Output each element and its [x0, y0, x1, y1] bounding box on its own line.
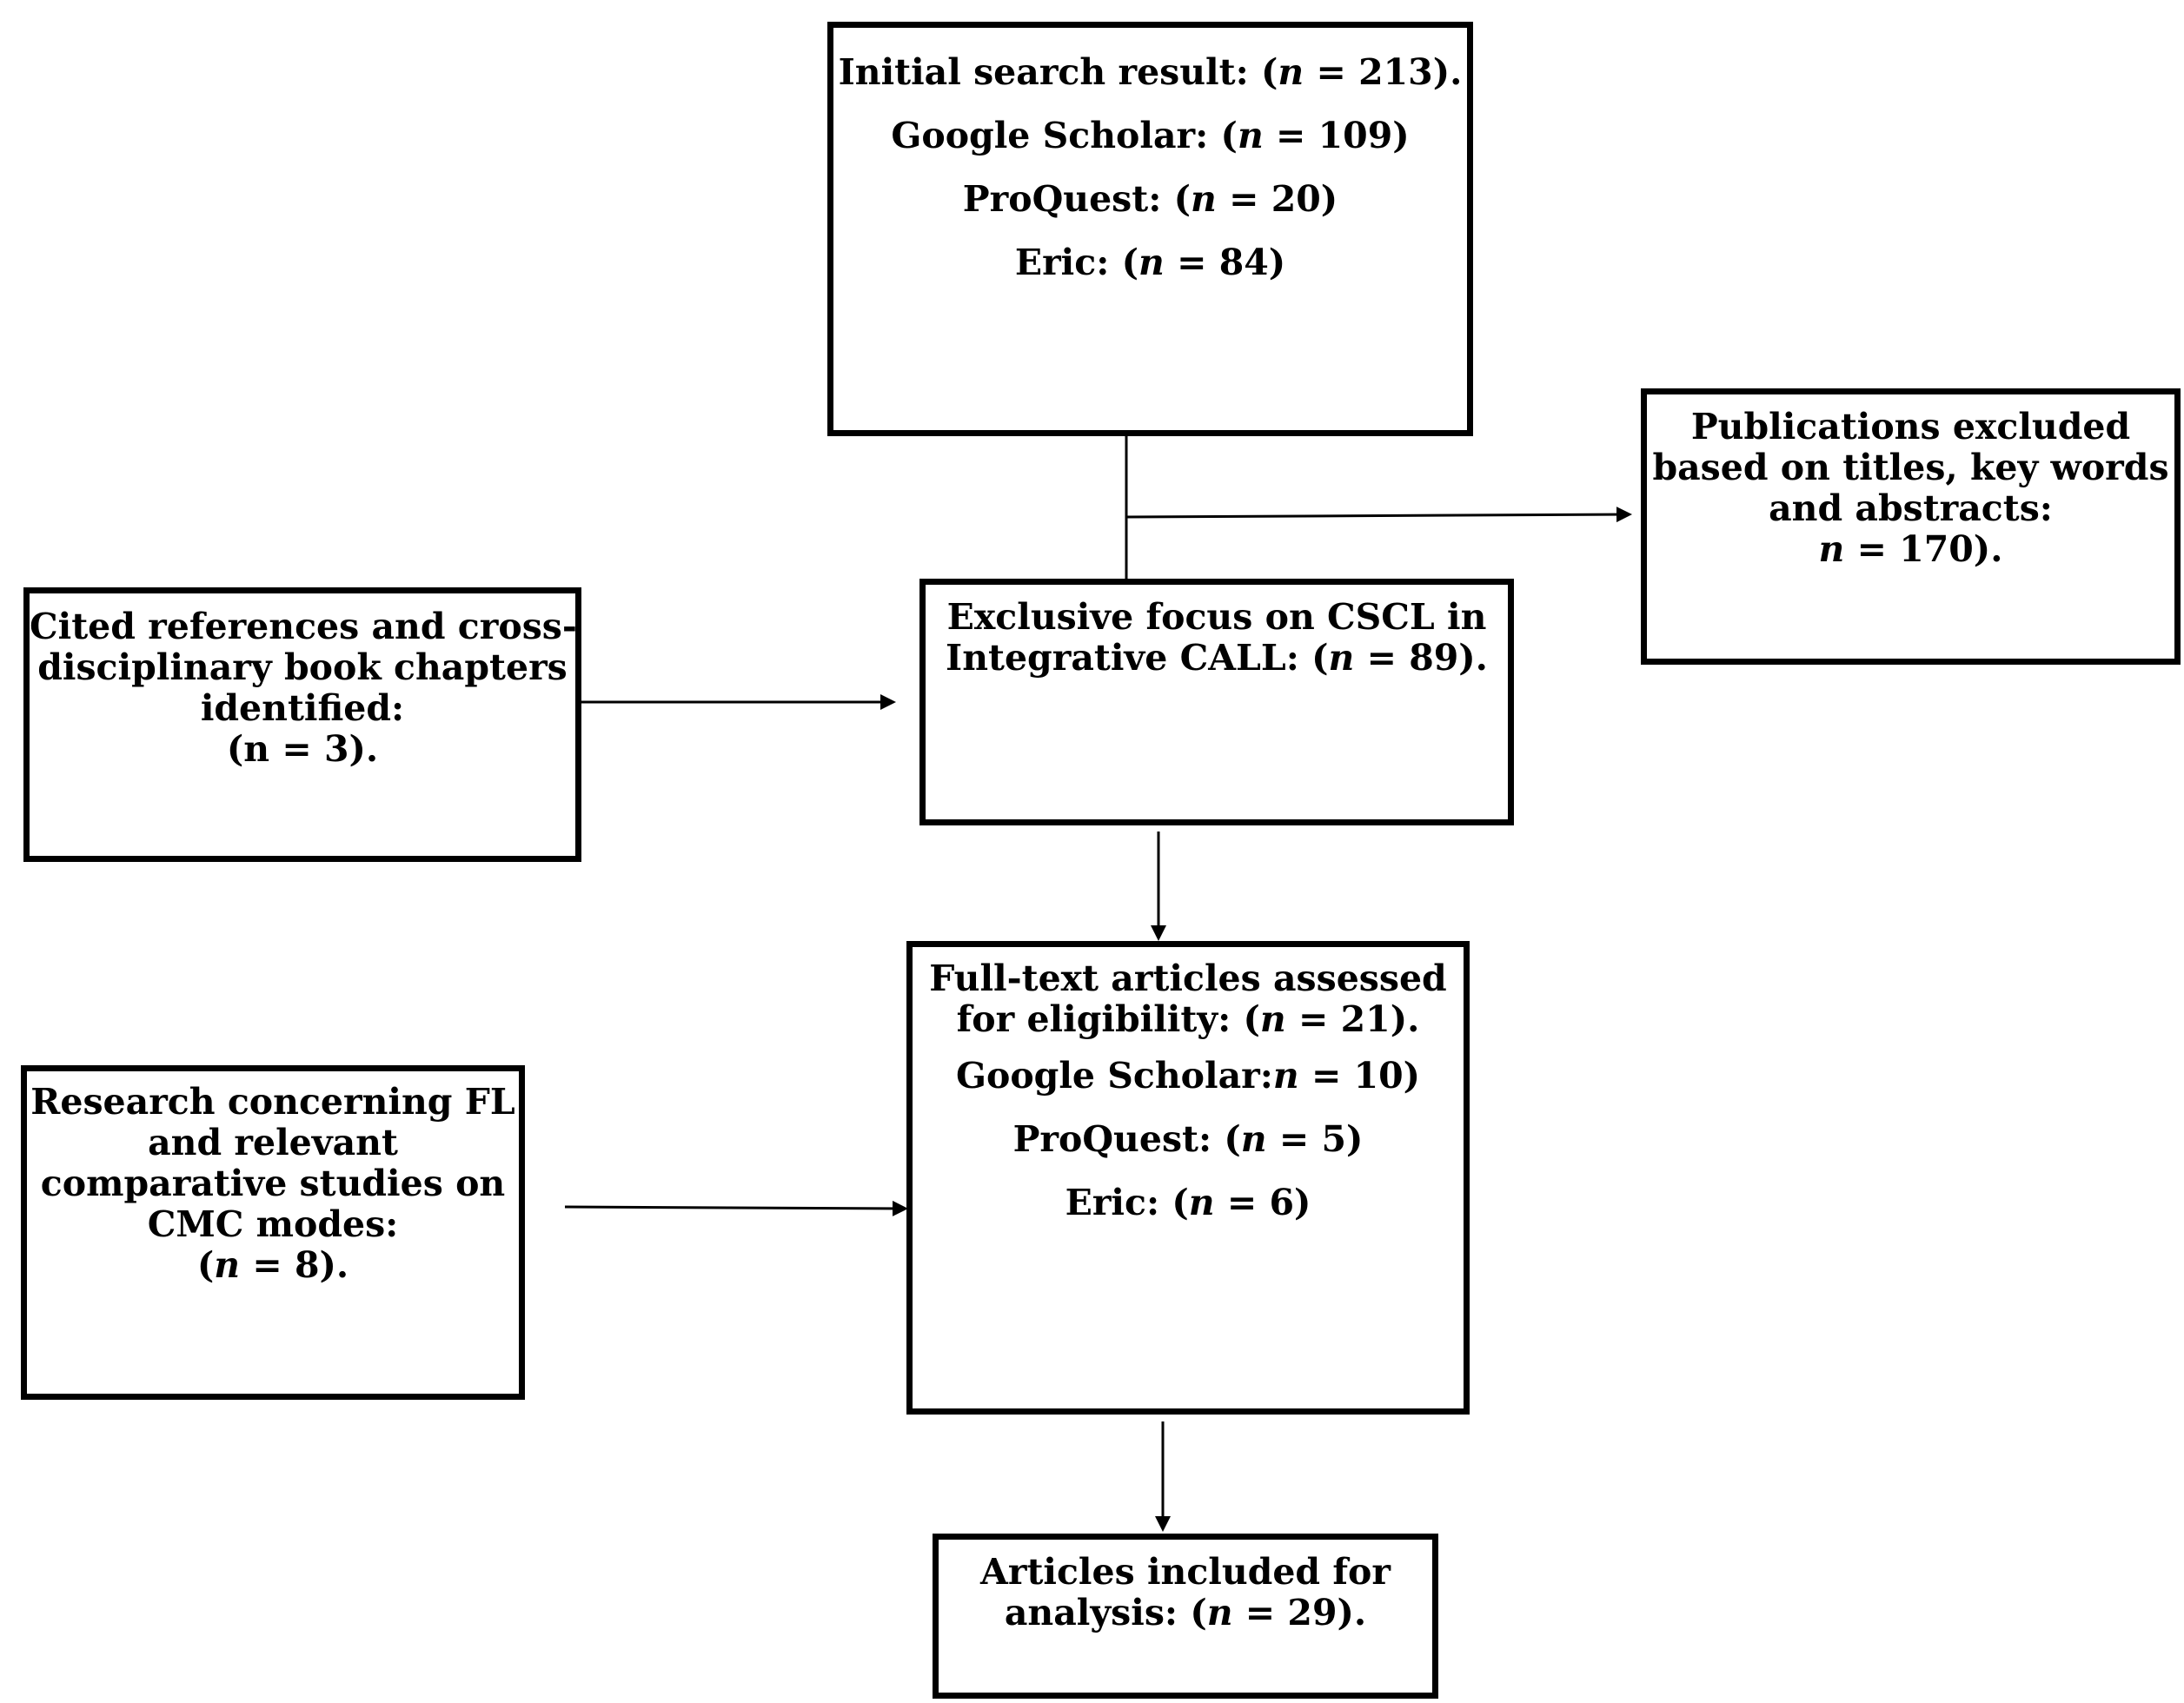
node-research-fl: Research concerning FL and relevant comp…	[21, 1065, 525, 1400]
node-exclusive-focus: Exclusive focus on CSCL in Integrative C…	[919, 579, 1514, 825]
excluded-line-2: based on titles, key words	[1652, 447, 2169, 488]
included-line-2: analysis: (n = 29).	[1004, 1592, 1367, 1633]
initial-search-eric: Eric: (n = 84)	[1014, 242, 1286, 283]
node-initial-search: Initial search result: (n = 213). Google…	[827, 22, 1473, 436]
cited-line-3: identified:	[200, 687, 405, 729]
excluded-line-4: n = 170).	[1818, 528, 2003, 570]
initial-search-google: Google Scholar: (n = 109)	[891, 115, 1410, 156]
fulltext-eric: Eric: (n = 6)	[1065, 1182, 1311, 1223]
node-articles-included: Articles included for analysis: (n = 29)…	[933, 1534, 1438, 1699]
node-full-text: Full-text articles assessed for eligibil…	[906, 941, 1470, 1415]
edge-research-to-fulltext	[564, 1200, 908, 1216]
research-line-2: and relevant	[148, 1122, 398, 1163]
fulltext-google: Google Scholar:n = 10)	[955, 1055, 1421, 1097]
initial-search-proquest: ProQuest: (n = 20)	[962, 178, 1338, 220]
initial-search-title: Initial search result: (n = 213).	[838, 51, 1463, 93]
fulltext-line-1: Full-text articles assessed	[929, 958, 1447, 999]
cited-line-2: disciplinary book chapters	[37, 646, 568, 688]
excluded-line-1: Publications excluded	[1690, 406, 2131, 447]
cited-line-4: (n = 3).	[226, 728, 379, 770]
fulltext-line-2: for eligibility: (n = 21).	[956, 998, 1420, 1040]
exclusive-line-2: Integrative CALL: (n = 89).	[946, 637, 1488, 679]
node-excluded: Publications excluded based on titles, k…	[1641, 388, 2181, 665]
research-line-4: CMC modes:	[147, 1203, 399, 1245]
research-line-1: Research concerning FL	[30, 1081, 515, 1123]
excluded-line-3: and abstracts:	[1769, 487, 2053, 529]
exclusive-line-1: Exclusive focus on CSCL in	[946, 596, 1487, 638]
node-cited-references: Cited references and cross- disciplinary…	[23, 587, 581, 862]
research-line-3: comparative studies on	[40, 1163, 506, 1204]
included-line-1: Articles included for	[980, 1551, 1391, 1593]
cited-line-1: Cited references and cross-	[30, 606, 577, 647]
fulltext-proquest: ProQuest: (n = 5)	[1012, 1118, 1364, 1160]
research-line-5: (n = 8).	[196, 1244, 349, 1286]
edge-initial-to-excluded	[1125, 507, 1632, 523]
